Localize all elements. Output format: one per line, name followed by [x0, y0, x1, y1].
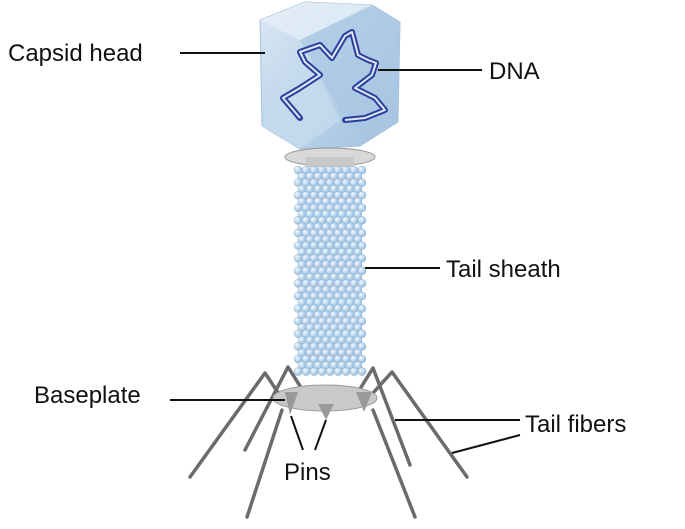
pins-leader	[290, 415, 304, 451]
sheath-bead	[353, 184, 363, 194]
sheath-bead	[353, 335, 363, 345]
sheath-bead	[333, 367, 343, 376]
sheath-bead	[317, 367, 327, 376]
pin	[285, 392, 298, 415]
tail-fiber	[371, 408, 417, 519]
sheath-bead	[353, 209, 363, 219]
label-tail-sheath: Tail sheath	[446, 256, 561, 283]
sheath-bead	[353, 222, 363, 231]
sheath-bead	[357, 317, 367, 326]
sheath-bead	[353, 348, 363, 357]
sheath-bead	[353, 298, 363, 307]
sheath-bead	[293, 367, 303, 376]
capsid-head	[259, 1, 401, 150]
sheath-bead	[353, 285, 363, 294]
sheath-bead	[325, 367, 335, 376]
sheath-bead	[357, 279, 367, 288]
sheath-bead	[357, 216, 367, 225]
tail-sheath	[293, 165, 367, 376]
sheath-bead	[353, 235, 363, 244]
sheath-bead	[353, 172, 363, 181]
label-pins: Pins	[284, 459, 331, 486]
sheath-bead	[353, 323, 363, 332]
tail-fiber	[188, 371, 285, 479]
sheath-bead	[357, 354, 367, 364]
label-baseplate: Baseplate	[34, 382, 141, 409]
label-dna: DNA	[489, 58, 540, 85]
sheath-bead	[357, 178, 367, 187]
tail-fibers-leader	[451, 434, 521, 454]
pin	[356, 392, 372, 412]
sheath-bead	[357, 203, 367, 213]
sheath-bead	[357, 291, 367, 301]
pins-leader	[314, 419, 327, 451]
sheath-bead	[349, 367, 359, 376]
sheath-bead	[357, 165, 367, 175]
tail-fiber	[245, 408, 284, 519]
sheath-bead	[353, 361, 363, 370]
sheath-bead	[353, 260, 363, 269]
baseplate	[272, 384, 378, 420]
label-tail-fibers: Tail fibers	[525, 411, 626, 438]
pin	[318, 404, 334, 420]
sheath-bead	[357, 329, 367, 338]
sheath-bead	[357, 266, 367, 275]
sheath-bead	[353, 310, 363, 320]
sheath-bead	[357, 241, 367, 250]
tail-fiber	[371, 370, 469, 479]
sheath-bead	[357, 190, 367, 200]
sheath-bead	[341, 367, 351, 376]
sheath-bead	[353, 272, 363, 282]
sheath-bead	[309, 367, 319, 376]
sheath-bead	[357, 367, 367, 376]
sheath-bead	[357, 304, 367, 313]
sheath-bead	[357, 342, 367, 351]
sheath-bead	[353, 197, 363, 206]
sheath-bead	[301, 367, 311, 376]
sheath-bead	[353, 247, 363, 257]
label-capsid-head: Capsid head	[8, 40, 143, 67]
sheath-bead	[357, 254, 367, 263]
sheath-bead	[357, 228, 367, 238]
